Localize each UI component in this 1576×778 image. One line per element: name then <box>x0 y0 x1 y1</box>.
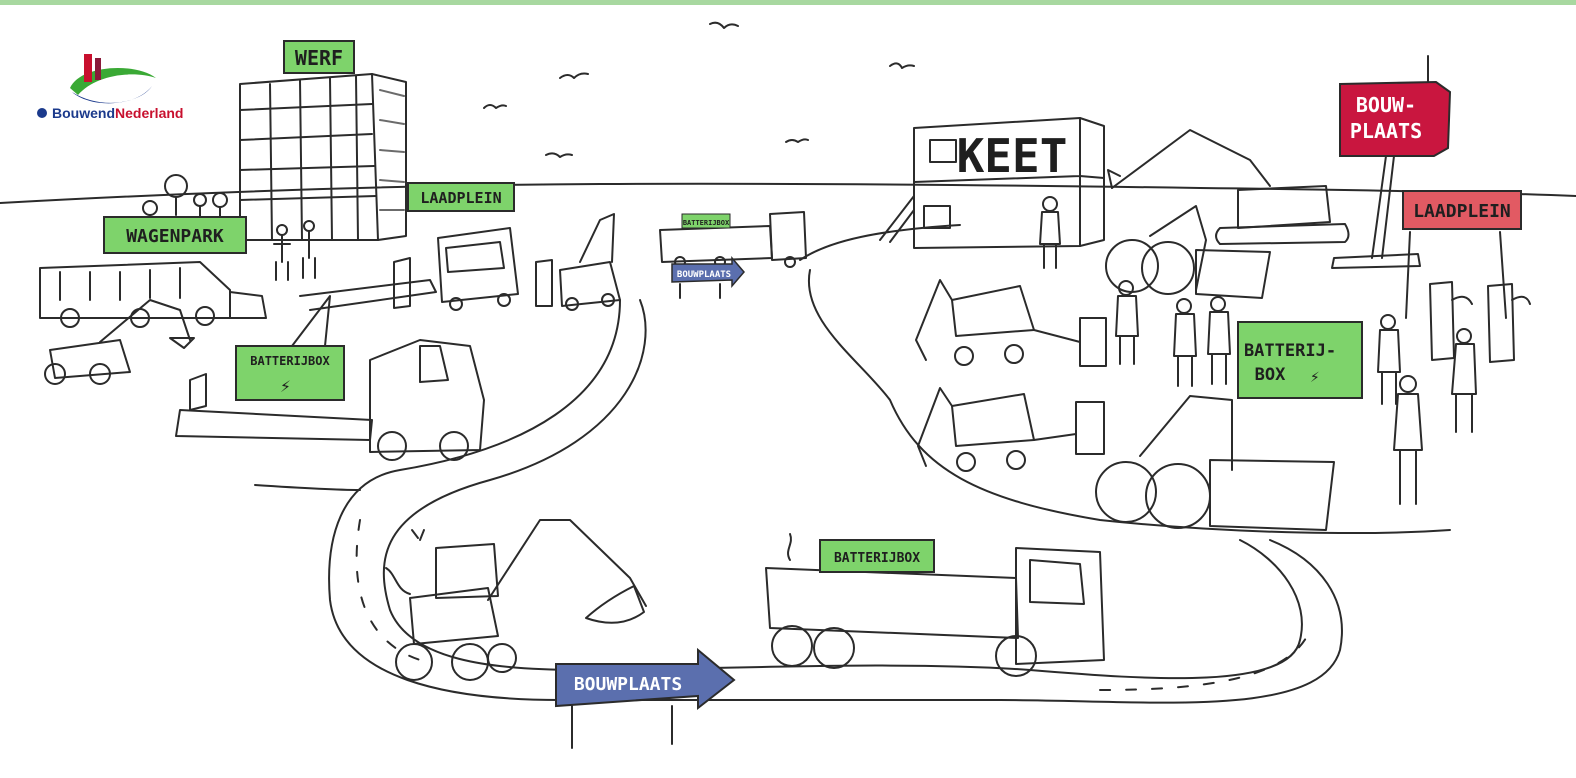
mini-excavators <box>44 299 195 385</box>
keet-building <box>879 117 1105 249</box>
batterij-box-truck-large-label: BATTERIJBOX <box>834 551 920 566</box>
brand-name: BouwendNederland <box>52 105 183 121</box>
sign-batterij-box-truck-large <box>819 539 935 573</box>
sign-werf <box>283 40 355 74</box>
werf-building <box>239 73 407 241</box>
sign-arrow-bouwplaats-big <box>555 647 736 711</box>
arrow-bouwplaats-big-label: BOUWPLAATS <box>574 674 682 695</box>
wheel-loader-lower <box>1095 395 1335 531</box>
bouwplaats-top-line1: BOUW- <box>1356 93 1416 117</box>
sign-werf-label: WERF <box>295 46 343 70</box>
crawler-excavator <box>1107 129 1350 245</box>
bouwplaats-post <box>1331 55 1507 319</box>
mini-excavators-right <box>915 279 1107 472</box>
road-edge <box>328 299 1343 704</box>
wheel-loader-upper <box>1105 205 1271 299</box>
trees <box>142 174 228 223</box>
road-edge <box>254 484 361 491</box>
bouwplaats-top-line2: PLAATS <box>1350 119 1422 143</box>
brand-logo <box>37 54 156 118</box>
sign-arrow-bouwplaats-small <box>671 255 745 289</box>
workers-left <box>273 220 318 281</box>
sign-laadplein-left <box>407 182 515 212</box>
excavator-middle <box>535 213 621 311</box>
sign-batterij-box-truck-small <box>681 213 731 229</box>
road-edge <box>382 299 1303 680</box>
top-accent-bar <box>0 0 1576 5</box>
truck-bottom <box>765 533 1105 677</box>
sign-batterij-box-left <box>235 345 345 401</box>
logo-crown-icon <box>37 108 47 118</box>
charging-poles <box>1429 281 1531 363</box>
sign-laadplein-right-label: LAADPLEIN <box>1413 201 1511 222</box>
batterij-box-right-line1: BATTERIJ- <box>1244 341 1336 361</box>
excavator-bottom <box>385 519 647 681</box>
batterij-box-right-line2: BOX <box>1255 365 1286 385</box>
road-edge <box>807 269 1451 534</box>
birds <box>483 21 915 158</box>
workers-right <box>1115 280 1477 505</box>
sign-bouwplaats-top <box>1339 80 1452 157</box>
box-truck-left <box>175 279 485 461</box>
arrow-bouwplaats-small-label: BOUWPLAATS <box>677 270 731 280</box>
logo-tower <box>95 58 101 80</box>
arrow-post-small <box>679 283 721 299</box>
keet-label: KEET <box>957 129 1068 183</box>
worker-keet <box>1039 196 1061 269</box>
sign-wagenpark <box>103 216 247 254</box>
arrow-post-bottom <box>571 705 673 749</box>
batterij-box-left-label: BATTERIJBOX <box>250 354 330 368</box>
van-fleet <box>39 261 267 328</box>
sign-wagenpark-label: WAGENPARK <box>126 226 224 247</box>
sign-laadplein-right <box>1402 190 1522 230</box>
truck-laadplein-left <box>393 227 519 311</box>
sign-batterij-box-right <box>1237 321 1363 399</box>
batterij-box-truck-small-label: BATTERIJBOX <box>683 219 730 227</box>
logo-swoosh-green <box>70 67 156 95</box>
road-edge <box>799 224 961 261</box>
horizon-line <box>0 182 1576 204</box>
lightning-icon: ⚡ <box>280 376 291 397</box>
road-dashes <box>355 519 1311 691</box>
lightning-icon: ⚡ <box>1310 367 1320 386</box>
logo-tower <box>84 54 92 82</box>
sign-laadplein-left-label: LAADPLEIN <box>420 189 501 207</box>
